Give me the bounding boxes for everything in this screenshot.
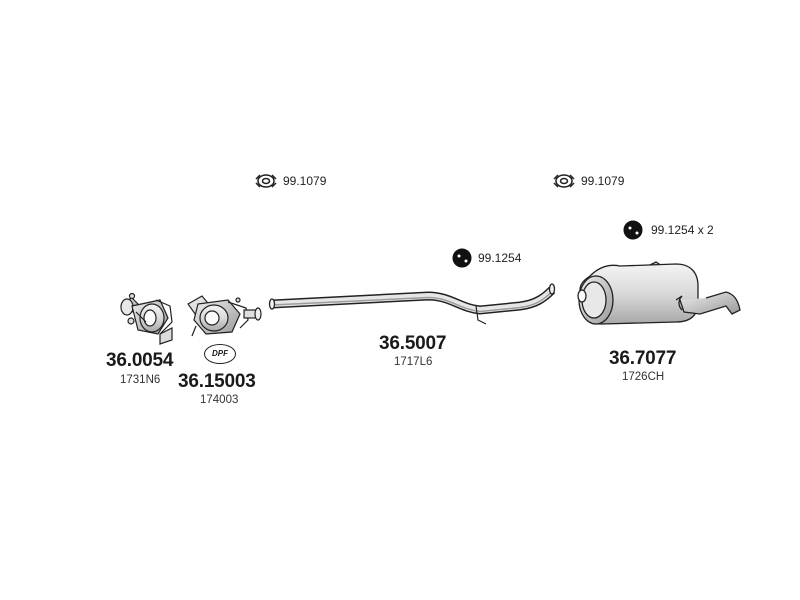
rubber-mount-icon bbox=[623, 220, 643, 240]
part-number: 36.5007 bbox=[379, 333, 447, 354]
dpf-badge: DPF bbox=[204, 344, 236, 364]
rear-silencer-icon bbox=[577, 261, 741, 325]
part-number: 36.15003 bbox=[178, 371, 256, 392]
reference-number: 1726CH bbox=[622, 371, 665, 383]
catalytic-converter-icon bbox=[120, 292, 173, 345]
gasket-clamp-icon bbox=[553, 174, 575, 188]
reference-number: 1731N6 bbox=[120, 374, 161, 386]
accessory-label: 99.1079 bbox=[581, 174, 625, 188]
part-number: 36.7077 bbox=[609, 348, 677, 369]
part-number: 36.0054 bbox=[106, 350, 174, 371]
accessory-label: 99.1079 bbox=[283, 174, 327, 188]
reference-number: 1717L6 bbox=[394, 356, 433, 368]
rubber-mount-icon bbox=[452, 248, 472, 268]
gasket-clamp-icon bbox=[255, 174, 277, 188]
accessory-label: 99.1254 x 2 bbox=[651, 223, 714, 237]
accessory-label: 99.1254 bbox=[478, 251, 522, 265]
reference-number: 174003 bbox=[200, 394, 239, 406]
intermediate-pipe-icon bbox=[268, 283, 556, 325]
dpf-filter-icon bbox=[187, 295, 262, 337]
